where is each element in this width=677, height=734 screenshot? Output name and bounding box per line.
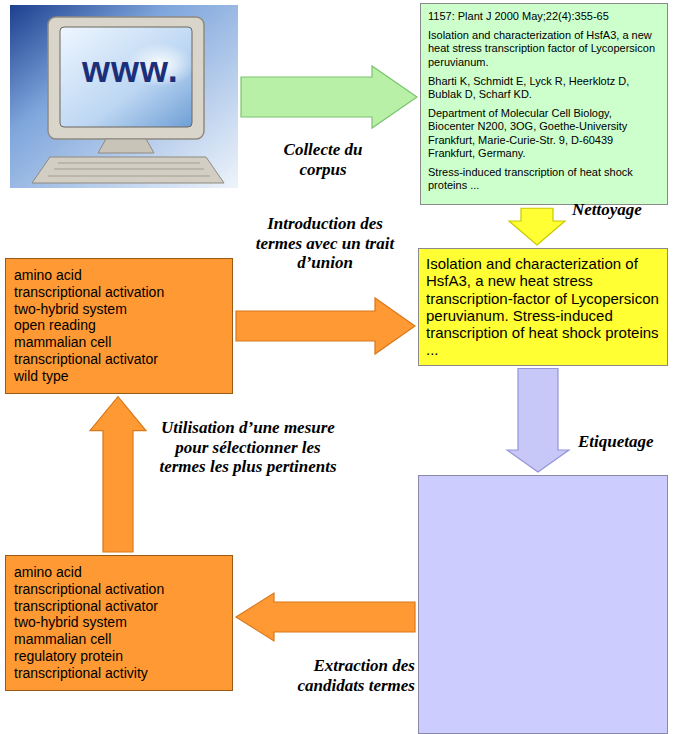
box-text: Isolation and characterization of HsfA3,… [428,29,660,69]
step-label-box: Etiquetage [578,432,674,452]
block-arrow [236,298,415,354]
keyboard [32,157,224,183]
clean-text-box: Isolation and characterization of HsfA3,… [418,248,668,366]
step-label: Nettoyage [572,200,672,220]
block-arrow [241,66,417,128]
box-text: two-hybrid system [14,614,224,631]
step-label-box: Nettoyage [572,200,672,220]
computer-illustration [10,5,238,188]
box-text: two-hybrid system [14,301,224,318]
box-text: amino acid [14,267,224,284]
box-text: Isolation and characterization of HsfA3,… [426,255,660,359]
illustration-node: www. [10,5,238,188]
box-text: Department of Molecular Cell Biology, Bi… [428,107,660,160]
box-text: amino acid [14,564,224,581]
step-label-box: Extraction des candidats termes [285,656,415,695]
step-label-box: Utilisation d’une mesure pour sélectionn… [152,418,344,477]
box-text: transcriptional activity [14,665,224,682]
box-text: open reading [14,317,224,334]
box-text: regulatory protein [14,648,224,665]
corpus-box: 1157: Plant J 2000 May;22(4):355-65Isola… [420,3,668,205]
tagged-text-box [418,475,668,734]
screen-text: www. [82,49,238,91]
step-label-box: Introduction des termes avec un trait d’… [252,214,398,273]
block-arrow [236,593,415,641]
step-label: Collecte du corpus [262,140,384,179]
block-arrow [507,369,569,473]
box-text: transcriptional activation [14,284,224,301]
step-label-box: Collecte du corpus [262,140,384,179]
step-label: Extraction des candidats termes [285,656,415,695]
box-text: Stress-induced transcription of heat sho… [428,166,660,192]
illustration-ground [10,5,238,188]
block-arrow [509,208,565,245]
box-text: transcriptional activator [14,598,224,615]
box-text: transcriptional activation [14,581,224,598]
monitor-stand [98,139,154,153]
box-text: mammalian cell [14,631,224,648]
box-text: transcriptional activator [14,351,224,368]
keyboard-keys [48,163,210,176]
step-label: Etiquetage [578,432,674,452]
term-list-box: amino acidtranscriptional activationtwo-… [5,258,233,394]
step-label: Utilisation d’une mesure pour sélectionn… [152,418,344,477]
step-label: Introduction des termes avec un trait d’… [252,214,398,273]
box-text: Bharti K, Schmidt E, Lyck R, Heerklotz D… [428,75,660,101]
box-text: 1157: Plant J 2000 May;22(4):355-65 [428,10,660,23]
box-text: mammalian cell [14,334,224,351]
block-arrow [90,397,146,552]
box-text: wild type [14,368,224,385]
term-list-box: amino acidtranscriptional activationtran… [5,555,233,691]
